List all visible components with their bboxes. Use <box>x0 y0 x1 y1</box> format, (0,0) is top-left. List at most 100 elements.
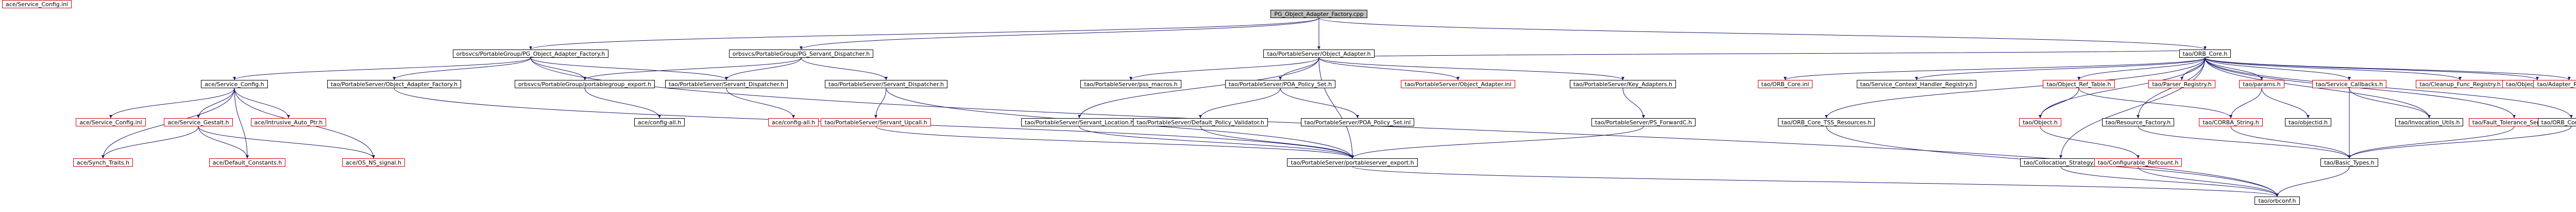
graph-node-params-h[interactable]: tao/params.h <box>2239 80 2284 88</box>
graph-node-ps-sd-upcall-h[interactable]: tao/PortableServer/Servant_Upcall.h <box>821 118 931 126</box>
graph-edge-pgoaf-h-to-ps-sd-h1 <box>530 57 728 80</box>
graph-node-os-ns-signal-h[interactable]: ace/OS_NS_signal.h <box>342 158 405 167</box>
graph-node-adapter-reg-h[interactable]: tao/Adapter_Registry.h <box>2533 80 2576 88</box>
graph-edge-ps-sd-h1-to-config-all-h2 <box>726 88 795 119</box>
graph-edge-collocation-strategy-h-to-tao-export-h <box>2060 166 2279 197</box>
graph-edge-oa-h-to-orb-core-h <box>1318 49 2206 58</box>
graph-node-default-constants-h[interactable]: ace/Default_Constants.h <box>209 158 286 167</box>
graph-edge-corba-string-h-to-basic-types-h <box>2230 126 2351 159</box>
graph-node-tao-export-h[interactable]: tao/orbconf.h <box>2255 197 2300 205</box>
graph-edge-orb-core-h-to-adapter-reg-h <box>2205 57 2571 80</box>
graph-node-pg-export-h[interactable]: orbsvcs/PortableGroup/portablegroup_expo… <box>514 80 655 88</box>
graph-node-orb-constants-h[interactable]: tao/ORB_Constants.h <box>2537 118 2576 126</box>
graph-node-ps-sd-h1[interactable]: tao/PortableServer/Servant_Dispatcher.h <box>665 80 788 88</box>
graph-edge-pgsd-h-to-ps-sd-h1 <box>725 57 802 80</box>
graph-edge-root-to-pgoaf-h <box>529 18 1319 50</box>
graph-edge-obj-ref-table-h-to-object-h <box>2039 88 2079 119</box>
graph-node-ps-sd-h2[interactable]: tao/PortableServer/Servant_Dispatcher.h <box>825 80 947 88</box>
graph-node-svc-gestalt-h[interactable]: ace/Service_Gestalt.h <box>164 118 233 126</box>
graph-edge-pgoaf-h-to-svc-config-h <box>233 57 531 80</box>
graph-node-ps-oaf-h[interactable]: tao/PortableServer/Object_Adapter_Factor… <box>327 80 462 88</box>
graph-node-root[interactable]: PG_Object_Adapter_Factory.cpp <box>1270 10 1367 18</box>
graph-edge-orb-core-h-to-object-h <box>2039 57 2206 119</box>
graph-edge-obj-ref-table-h-to-corba-string-h <box>2078 88 2232 119</box>
graph-edge-ps-export-h-to-tao-export-h <box>1352 166 2279 197</box>
graph-node-key-adapters-h[interactable]: tao/PortableServer/Key_Adapters.h <box>1570 80 1676 88</box>
graph-node-ps-sl-h[interactable]: tao/PortableServer/Servant_Location.h <box>1021 118 1138 126</box>
graph-node-svc-ctx-reg-h[interactable]: tao/Service_Context_Handler_Registry.h <box>1856 80 1977 88</box>
graph-edge-svc-config-h-to-aux-ptr-h <box>234 88 290 119</box>
graph-node-objectid-h[interactable]: tao/objectid.h <box>2285 118 2331 126</box>
graph-node-sync-traits-h[interactable]: ace/Synch_Traits.h <box>73 158 133 167</box>
graph-edge-ps-forward-h-to-ps-export-h <box>1351 126 1644 159</box>
graph-edge-orb-core-h-to-collocation-strategy-h <box>2059 57 2206 159</box>
graph-node-object-h[interactable]: tao/Object.h <box>2019 118 2061 126</box>
graph-node-collocation-strategy-h[interactable]: tao/Collocation_Strategy.h <box>2020 158 2102 167</box>
graph-edge-key-adapters-h-to-ps-forward-h <box>1622 88 1645 119</box>
graph-node-ps-export-h[interactable]: tao/PortableServer/portableserver_export… <box>1287 158 1418 167</box>
graph-edge-object-h-to-configurable-refcount-h <box>2040 126 2140 159</box>
graph-edge-orb-core-h-to-objkey-table-h <box>2205 57 2539 80</box>
graph-edge-orb-core-h-to-orb-constants-h <box>2205 57 2573 119</box>
graph-node-pss-macros-h[interactable]: tao/PortableServer/pss_macros.h <box>1080 80 1181 88</box>
graph-edge-svc-callbacks-h-to-invocation-utils-h <box>2349 88 2431 119</box>
graph-edge-oa-h-to-pss-macros-h <box>1129 57 1319 80</box>
graph-node-svc-config-svc-h[interactable]: ace/Service_Config.inl <box>2 0 72 8</box>
graph-edge-ps-sd-h2-to-ps-sd-upcall-h <box>874 88 887 119</box>
graph-node-orb-core-tss-h[interactable]: tao/ORB_Core_TSS_Resources.h <box>1777 118 1875 126</box>
graph-node-config-all-h1[interactable]: ace/config-all.h <box>634 118 685 126</box>
graph-node-resource-factory-h[interactable]: tao/Resource_Factory.h <box>2102 118 2175 126</box>
graph-edge-pgoaf-h-to-pg-export-h <box>530 57 586 80</box>
graph-edge-svc-gestalt-h-to-sync-traits-h <box>101 126 199 159</box>
graph-node-poa-policy-set-h[interactable]: tao/PortableServer/POA_Policy_Set.h <box>1225 80 1336 88</box>
graph-edge-resource-factory-h-to-basic-types-h <box>2138 126 2351 159</box>
graph-edge-basic-types-h-to-tao-export-h <box>2276 166 2350 197</box>
graph-edge-pg-export-h-to-config-all-h1 <box>584 88 661 119</box>
graph-edge-oa-h-to-ps-export-h <box>1318 57 1354 159</box>
graph-node-configurable-refcount-h[interactable]: tao/Configurable_Refcount.h <box>2094 158 2182 167</box>
graph-edge-oa-h-to-key-adapters-h <box>1318 57 1624 80</box>
graph-edge-orb-core-h-to-svc-callbacks-h <box>2205 57 2351 80</box>
graph-node-svc-callbacks-h[interactable]: tao/Service_Callbacks.h <box>2312 80 2387 88</box>
graph-edge-orb-constants-h-to-basic-types-h <box>2348 126 2572 159</box>
graph-edge-orb-core-h-to-svc-ctx-reg-h <box>1915 57 2206 80</box>
graph-node-obj-ref-table-h[interactable]: tao/Object_Ref_Table.h <box>2043 80 2115 88</box>
graph-node-svc-config-inl[interactable]: ace/Service_Config.inl <box>76 118 146 126</box>
graph-node-invocation-utils-h[interactable]: tao/Invocation_Utils.h <box>2395 118 2464 126</box>
graph-node-ps-oa-h[interactable]: tao/PortableServer/Object_Adapter.inl <box>1401 80 1515 88</box>
graph-node-pgoaf-h[interactable]: orbsvcs/PortableGroup/PG_Object_Adapter_… <box>452 50 609 58</box>
graph-edge-pgsd-h-to-pg-export-h <box>583 57 802 80</box>
graph-node-svc-config-h[interactable]: ace/Service_Config.h <box>201 80 268 88</box>
graph-node-aux-ptr-h[interactable]: ace/Intrusive_Auto_Ptr.h <box>250 118 327 126</box>
graph-edge-svc-config-h-to-svc-config-inl <box>109 88 235 119</box>
graph-edge-root-to-orb-core-h <box>1318 18 2207 50</box>
graph-node-orb-core-h[interactable]: tao/ORB_Core.h <box>2179 50 2231 58</box>
graph-node-ps-forward-h[interactable]: tao/PortableServer/PS_ForwardC.h <box>1591 118 1696 126</box>
graph-node-basic-types-h[interactable]: tao/Basic_Types.h <box>2320 158 2378 167</box>
graph-edge-orb-core-h-to-cleanup-func-reg-h <box>2205 57 2462 80</box>
graph-edge-ps-sl-h-to-ps-export-h <box>1079 126 1354 159</box>
graph-edge-orb-core-h-to-obj-ref-table-h <box>2077 57 2206 80</box>
graph-edge-root-to-pgsd-h <box>800 18 1319 50</box>
graph-node-ps-dpv-h[interactable]: tao/PortableServer/Default_Policy_Valida… <box>1133 118 1268 126</box>
graph-node-pgsd-h[interactable]: orbsvcs/PortableGroup/PG_Servant_Dispatc… <box>728 50 874 58</box>
graph-edge-pgoaf-h-to-tao-export-h <box>530 57 2279 197</box>
graph-node-orb-core-inl[interactable]: tao/ORB_Core.inl <box>1757 80 1813 88</box>
graph-node-parser-reg-h[interactable]: tao/Parser_Registry.h <box>2148 80 2215 88</box>
graph-edge-oa-h-to-poa-policy-set-h <box>1279 57 1319 80</box>
graph-node-oa-h[interactable]: tao/PortableServer/Object_Adapter.h <box>1263 50 1375 58</box>
graph-edge-svc-config-h-to-svc-gestalt-h <box>197 88 235 119</box>
graph-node-corba-string-h[interactable]: tao/CORBA_String.h <box>2199 118 2263 126</box>
graph-edge-poa-policy-set-h-to-ps-poa-policy-set-inl <box>1280 88 1359 119</box>
graph-edge-ps-dpv-h-to-ps-export-h <box>1200 126 1354 159</box>
graph-node-cleanup-func-reg-h[interactable]: tao/Cleanup_Func_Registry.h <box>2416 80 2504 88</box>
graph-edge-ft-service-h-to-basic-types-h <box>2348 126 2515 159</box>
graph-edge-pgsd-h-to-ps-sd-h2 <box>801 57 888 80</box>
graph-node-ps-poa-policy-set-inl[interactable]: tao/PortableServer/POA_Policy_Set.inl <box>1300 118 1415 126</box>
graph-node-config-all-h2[interactable]: ace/config-all.h <box>768 118 819 126</box>
graph-edge-configurable-refcount-h-to-tao-export-h <box>2138 166 2279 197</box>
graph-edge-orb-core-h-to-orb-core-inl <box>1784 57 2206 80</box>
graph-edge-poa-policy-set-h-to-ps-dpv-h <box>1199 88 1281 119</box>
